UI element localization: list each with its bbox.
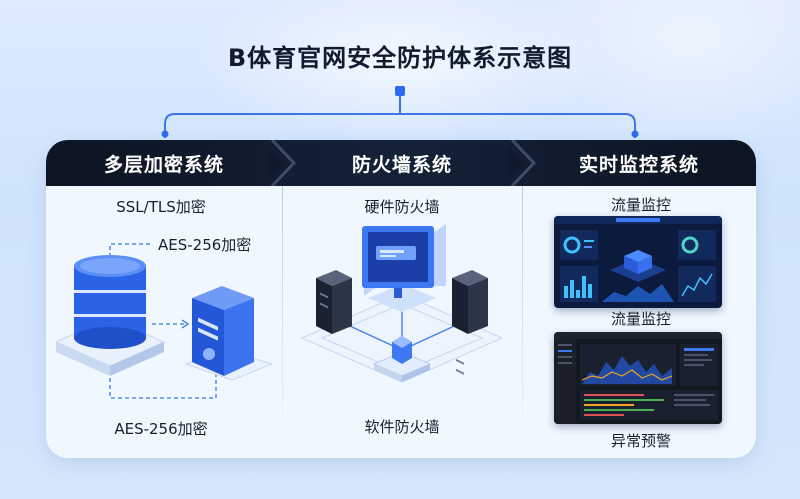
firewall-illustration <box>300 224 504 383</box>
page-title: B体育官网安全防护体系示意图 <box>227 44 573 72</box>
header-encryption: 多层加密系统 <box>103 153 224 176</box>
shield-node-icon <box>372 336 432 382</box>
label-traffic-monitoring-2: 流量监控 <box>610 310 671 328</box>
header-firewall: 防火墙系统 <box>351 153 452 176</box>
column-divider-1 <box>282 186 283 458</box>
chevron-separator-1 <box>268 140 297 186</box>
dashboard-screen-icon <box>554 332 722 424</box>
label-aes-top: AES-256加密 <box>158 236 252 254</box>
label-ssl-tls: SSL/TLS加密 <box>116 198 206 216</box>
encryption-illustration <box>54 243 274 399</box>
encryption-device-icon <box>184 286 274 381</box>
label-anomaly-alert: 异常预警 <box>610 432 671 450</box>
title-connector <box>161 86 639 138</box>
label-traffic-monitoring-1: 流量监控 <box>610 196 671 214</box>
protection-panel: 多层加密系统 防火墙系统 实时监控系统 SSL/TLS加密 AES-256加密 … <box>46 140 756 458</box>
chevron-separator-2 <box>508 140 537 186</box>
column-divider-2 <box>522 186 523 458</box>
server-icon <box>452 270 488 375</box>
header-monitoring: 实时监控系统 <box>578 153 699 176</box>
header-bar <box>46 140 756 186</box>
server-icon <box>316 270 352 334</box>
dashboard-screen-icon <box>554 216 722 308</box>
label-software-firewall: 软件防火墙 <box>364 418 440 436</box>
label-aes-bottom: AES-256加密 <box>114 420 208 438</box>
monitor-firewall-icon <box>362 224 446 312</box>
label-hardware-firewall: 硬件防火墙 <box>364 198 440 216</box>
database-icon <box>54 255 166 376</box>
